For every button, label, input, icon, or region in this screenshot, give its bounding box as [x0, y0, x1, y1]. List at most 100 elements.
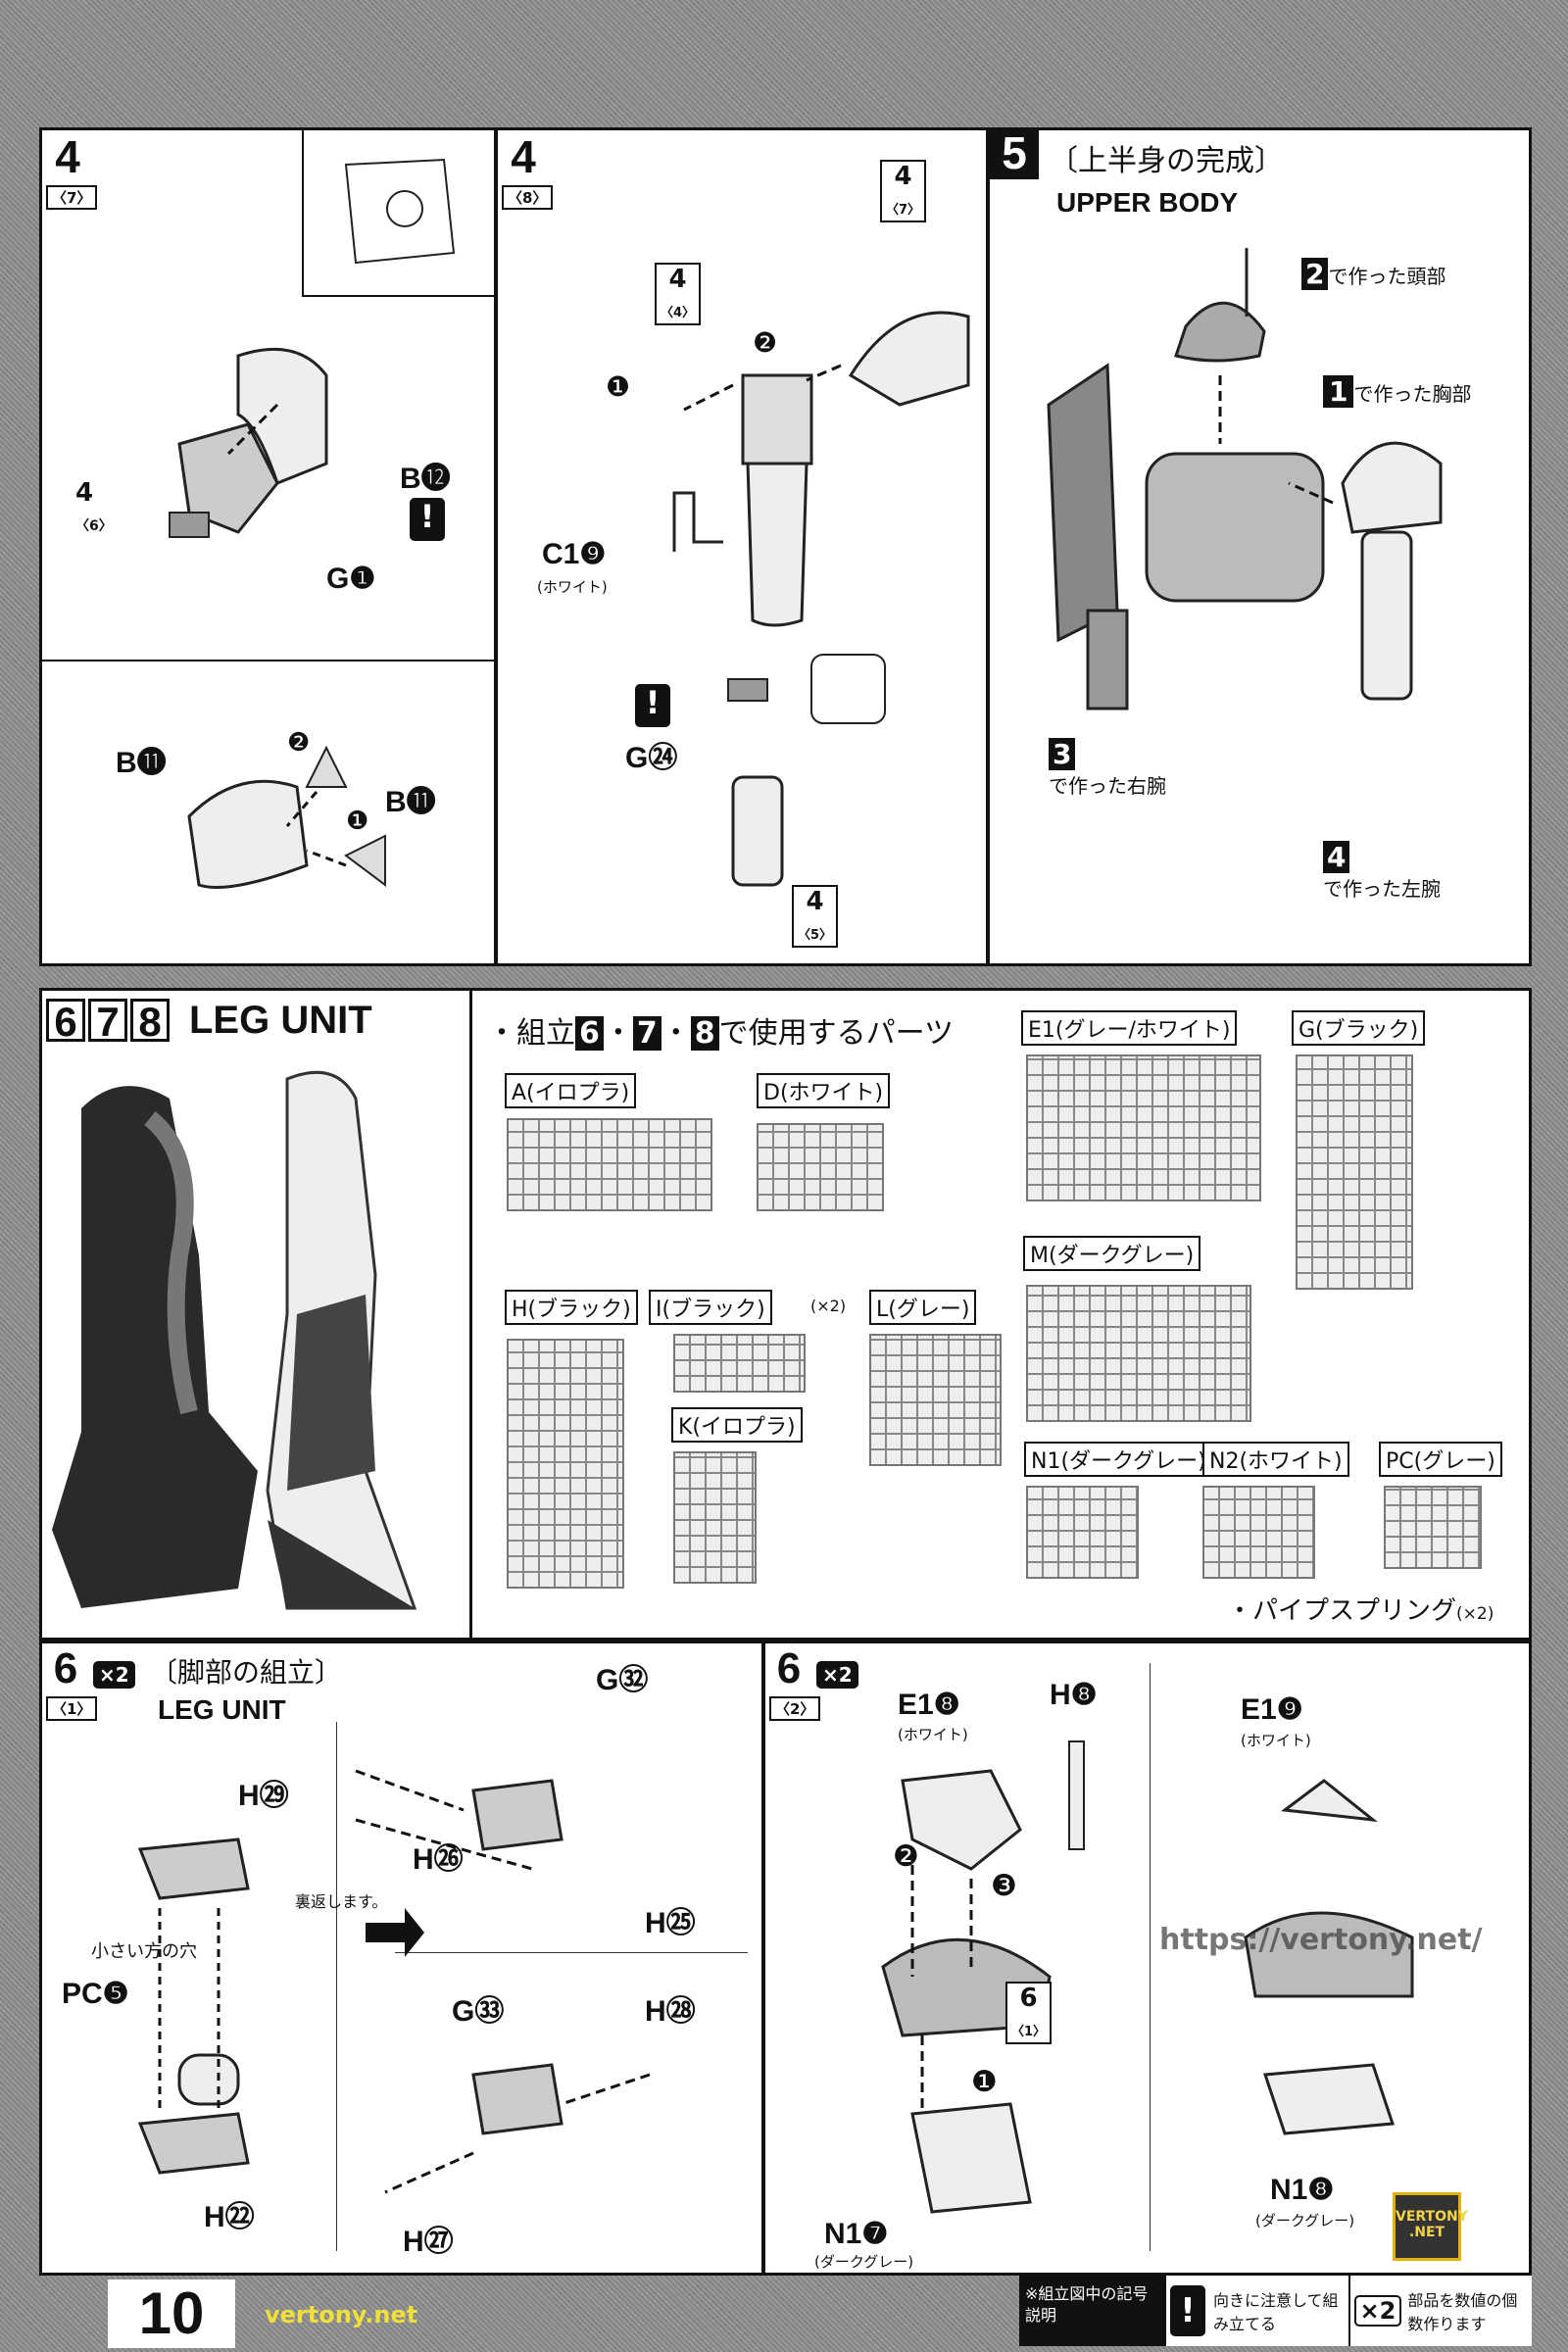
step-title-en: UPPER BODY	[1056, 187, 1239, 218]
step-4-7-panel: 4 〈7〉 4〈6〉 B⓬ ! G❶ B⓫ B⓫ ❶ ❷	[39, 127, 498, 966]
leg-joint-illustrations	[137, 1769, 651, 2194]
step-number: 6	[46, 1647, 85, 1692]
page-number: 10	[108, 2279, 235, 2348]
runner-label-pc: PC(グレー)	[1379, 1442, 1502, 1477]
runner-a	[507, 1118, 712, 1211]
leg-unit-photos	[52, 1070, 417, 1610]
divider-horizontal	[395, 1952, 748, 1953]
runner-label-e1: E1(グレー/ホワイト)	[1021, 1010, 1238, 1046]
shoulder-armor-illustration	[169, 347, 328, 538]
divider-vertical	[1150, 1663, 1151, 2251]
foot-assembly-illustrations	[881, 1740, 1414, 2214]
legend-caution: ! 向きに注意して組み立てる	[1166, 2276, 1350, 2346]
caution-icon: !	[635, 684, 670, 727]
x2-badge: ×2	[816, 1661, 858, 1689]
part-color-n17: (ダークグレー)	[814, 2253, 914, 2271]
step-title-en: LEG UNIT	[158, 1694, 286, 1725]
hole-note: 小さい方の穴	[91, 1941, 197, 1962]
runner-label-h: H(ブラック)	[505, 1290, 638, 1325]
x2-badge: ×2	[93, 1661, 135, 1689]
caution-icon: !	[410, 498, 445, 541]
part-label-e19: E1❾	[1241, 1693, 1303, 1726]
watermark-site: vertony.net	[265, 2301, 418, 2328]
runner-label-i: I(ブラック)	[649, 1290, 772, 1325]
runner-d	[757, 1123, 884, 1211]
runner-label-a: A(イロプラ)	[505, 1073, 637, 1108]
runner-n2	[1202, 1486, 1315, 1579]
leg-unit-photo-panel: 6 7 8 LEG UNIT	[39, 988, 472, 1641]
step-4-8-panel: 4 〈8〉 4〈4〉 4〈7〉 ❶ ❷ C1❾ (ホワイト) ! G㉔ 4〈5〉	[495, 127, 989, 966]
step-6-2-panel: 6 ×2 〈2〉 E1❽ (ホワイト) H❽ ❷ ❸ ❶ 6〈1〉 N1❼ (ダ…	[762, 1641, 1532, 2276]
runner-label-g: G(ブラック)	[1292, 1010, 1426, 1046]
arrow-2-marker: ❷	[753, 326, 778, 359]
part-label-h22: H㉒	[204, 2201, 255, 2233]
runner-label-l: L(グレー)	[869, 1290, 977, 1325]
step-number: 4	[46, 134, 89, 181]
legend-x2: ×2 部品を数値の個数作ります	[1349, 2276, 1532, 2346]
ref-step-6-1: 6〈1〉	[1005, 1982, 1053, 2044]
arrow-3-marker: ❸	[991, 1869, 1017, 1903]
part-label-c19: C1❾	[542, 538, 607, 570]
runner-g	[1296, 1054, 1413, 1290]
divider-vertical	[336, 1722, 337, 2251]
runner-pc	[1384, 1486, 1482, 1569]
ref-step-4-7: 4〈7〉	[880, 160, 927, 222]
part-label-h8: H❽	[1050, 1679, 1098, 1711]
step-number: 5	[990, 130, 1039, 179]
part-color-e19: (ホワイト)	[1241, 1732, 1311, 1749]
part-label-g24: G㉔	[625, 742, 678, 774]
vertony-badge: VERTONY .NET	[1393, 2192, 1468, 2261]
arrow-1-marker: ❶	[606, 370, 631, 403]
part-label-h29: H㉙	[238, 1780, 289, 1812]
arrow-2-marker: ❷	[893, 1839, 919, 1874]
ref-step: 4〈6〉	[72, 478, 117, 537]
runner-l	[869, 1334, 1002, 1466]
runner-label-n1: N1(ダークグレー)	[1024, 1442, 1213, 1477]
flip-note: 裏返します。	[295, 1892, 388, 1911]
part-label-b12: B⓬	[400, 463, 451, 495]
step-sub: 〈8〉	[502, 185, 554, 210]
arrow-1-marker: ❶	[971, 2065, 998, 2099]
part-label-h26: H㉖	[413, 1843, 464, 1876]
part-label-e18: E1❽	[898, 1689, 960, 1721]
arrow-1-marker: ❶	[346, 807, 369, 836]
section-title: LEG UNIT	[189, 999, 372, 1042]
inset-box	[302, 130, 498, 297]
part-color-white: (ホワイト)	[537, 578, 608, 596]
runner-i	[673, 1334, 806, 1393]
divider	[42, 660, 494, 662]
horn-assembly-illustration	[187, 745, 386, 889]
step-sub: 〈7〉	[46, 185, 98, 210]
ref-step-4-5: 4〈5〉	[792, 885, 839, 948]
part-label-b11-left: B⓫	[116, 747, 167, 779]
runner-n1	[1026, 1486, 1139, 1579]
runner-e1	[1026, 1054, 1261, 1201]
runner-m	[1026, 1285, 1251, 1422]
part-label-g33: G㉝	[452, 1995, 505, 2028]
x2-text: 部品を数値の個数作ります	[1407, 2291, 1518, 2333]
step-6-1-panel: 6 ×2 〈1〉 〔脚部の組立〕 LEG UNIT H㉙ 小さい方の穴 PC❺ …	[39, 1641, 764, 2276]
part-label-b11-right: B⓫	[385, 786, 436, 818]
x2-icon: ×2	[1353, 2295, 1402, 2327]
hand-joint-illustration	[727, 654, 886, 887]
symbol-legend: ! 向きに注意して組み立てる ×2 部品を数値の個数作ります	[1166, 2276, 1532, 2346]
runner-label-n2: N2(ホワイト)	[1202, 1442, 1349, 1477]
step-numbers: 6 7 8	[46, 999, 170, 1043]
part-color-e18: (ホワイト)	[898, 1726, 968, 1743]
watermark-url: https://vertony.net/	[1159, 1923, 1483, 1957]
runner-label-d: D(ホワイト)	[757, 1073, 891, 1108]
ref-step-4-4: 4〈4〉	[655, 263, 702, 325]
part-label-h27: H㉗	[403, 2226, 454, 2258]
step-number: 4	[502, 134, 545, 181]
inset-part-illustration	[344, 158, 456, 265]
part-label-g1: G❶	[326, 563, 376, 595]
runner-label-k: K(イロプラ)	[671, 1407, 803, 1443]
runner-h	[507, 1339, 624, 1589]
part-label-g32: G㉜	[596, 1664, 649, 1696]
